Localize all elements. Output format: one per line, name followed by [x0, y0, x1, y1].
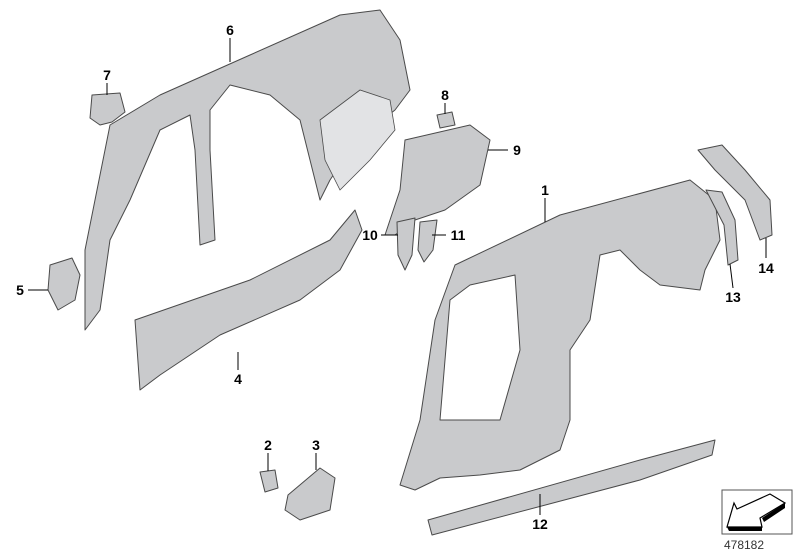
leader-lines [28, 38, 767, 515]
part-1-side-frame[interactable] [399, 179, 721, 491]
arrow-down-left-icon [721, 489, 793, 535]
callout-7[interactable]: 7 [103, 67, 111, 83]
part-2[interactable] [259, 469, 279, 493]
callout-6[interactable]: 6 [226, 22, 234, 38]
reference-number: 478182 [723, 538, 765, 552]
part-5[interactable] [47, 257, 81, 311]
part-12-rocker[interactable] [427, 439, 716, 536]
callout-12[interactable]: 12 [532, 516, 548, 532]
part-4-side-sill[interactable] [134, 209, 363, 391]
part-13[interactable] [705, 189, 739, 266]
callout-11[interactable]: 11 [450, 227, 466, 243]
part-9-wheel-arch[interactable] [384, 124, 491, 236]
callout-14[interactable]: 14 [758, 260, 774, 276]
callout-10[interactable]: 10 [362, 227, 378, 243]
part-14[interactable] [697, 144, 773, 241]
part-7[interactable] [89, 92, 126, 126]
callout-13[interactable]: 13 [725, 289, 741, 305]
callout-1[interactable]: 1 [541, 182, 549, 198]
callout-5[interactable]: 5 [16, 282, 24, 298]
part-10[interactable] [396, 217, 416, 271]
callout-4[interactable]: 4 [234, 371, 242, 387]
part-3[interactable] [284, 467, 336, 521]
part-8[interactable] [436, 111, 456, 129]
callout-2[interactable]: 2 [264, 437, 272, 453]
callout-9[interactable]: 9 [513, 142, 521, 158]
part-6-side-frame-upper[interactable] [84, 9, 411, 331]
callout-8[interactable]: 8 [441, 87, 449, 103]
part-11[interactable] [417, 219, 438, 263]
callout-3[interactable]: 3 [312, 437, 320, 453]
